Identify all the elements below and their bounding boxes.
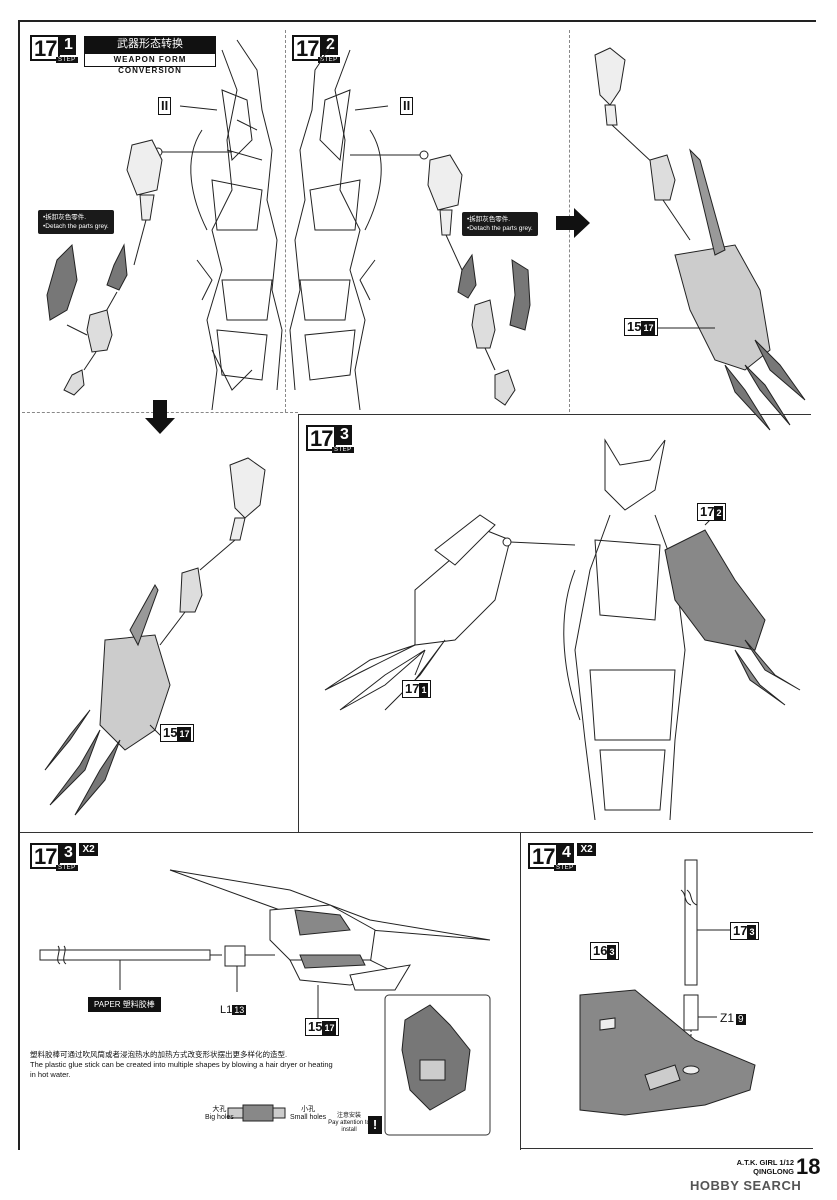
small-holes-label: 小孔 Small holes: [290, 1106, 326, 1122]
step-tag: STEP: [56, 57, 78, 63]
step-17-4-x2-badge: 17 4 X2 STEP: [528, 843, 596, 871]
step-17-2-badge: 17 2 STEP: [292, 35, 340, 63]
step-sub-number: 1: [60, 35, 77, 55]
divider: [298, 414, 811, 415]
section-title: 武器形态转换 WEAPON FORM CONVERSION: [84, 36, 216, 75]
arrow-down-icon: [145, 400, 175, 434]
glue-stick-assembly-illustration: [39, 869, 491, 1136]
ref-num: 17: [733, 923, 748, 938]
paper-glue-stick-label: PAPER 塑料胶棒: [88, 997, 161, 1012]
page-number: 18: [796, 1154, 821, 1179]
multiplier-badge: X2: [577, 843, 596, 856]
step-tag: STEP: [318, 57, 340, 63]
part-number: 9: [736, 1014, 746, 1025]
ref-num: 15: [163, 725, 178, 740]
part-letter: L1: [220, 1004, 233, 1016]
divider: [285, 30, 286, 412]
big-holes-cn: 大孔: [212, 1106, 227, 1113]
big-holes-en: Big holes: [205, 1114, 234, 1121]
step-17-1-badge: 17 1 STEP: [30, 35, 78, 63]
step-17-2-illustration: [289, 39, 531, 411]
attention-cn: 注意安装: [336, 1113, 361, 1119]
ref-sub: 1: [419, 683, 429, 698]
note-en: •Detach the parts grey.: [467, 225, 533, 232]
attention-en: Pay attention to install: [328, 1120, 370, 1133]
product-line2: QINGLONG: [753, 1167, 794, 1176]
ref-sub: 3: [607, 945, 617, 960]
step-tag: STEP: [56, 865, 78, 871]
multiplier-badge: X2: [79, 843, 98, 856]
note-en: •Detach the parts grey.: [43, 223, 109, 230]
step-sub-number: 3: [60, 843, 77, 863]
ref-part-II: II: [400, 97, 414, 115]
step-number: 17: [30, 843, 61, 869]
note-cn: 塑料胶棒可通过吹风筒或者浸泡热水的加热方式改变形状摆出更多样化的造型.: [30, 1050, 288, 1059]
arrow-right-icon: [556, 208, 590, 238]
detach-note: •拆卸灰色零件. •Detach the parts grey.: [462, 212, 538, 236]
step-number: 17: [528, 843, 559, 869]
ref-num: 17: [700, 504, 715, 519]
part-letter: Z1: [720, 1011, 735, 1025]
warning-icon: !: [368, 1116, 382, 1134]
ref-sub: 17: [177, 727, 192, 742]
small-holes-cn: 小孔: [301, 1106, 316, 1113]
divider: [520, 1148, 813, 1149]
ref-num: 16: [593, 943, 608, 958]
ref-num: 17: [405, 681, 420, 696]
step-number: 17: [30, 35, 61, 61]
title-en: WEAPON FORM CONVERSION: [84, 53, 216, 75]
product-line1: A.T.K. GIRL 1/12: [736, 1158, 794, 1167]
step-tag: STEP: [554, 865, 576, 871]
weapon-assembly-illustration: [594, 47, 806, 431]
divider: [298, 414, 299, 832]
note-cn: •拆卸灰色零件.: [43, 214, 87, 221]
ref-num: 15: [308, 1019, 323, 1034]
ref-num: 15: [627, 319, 642, 334]
step-17-1-illustration: [46, 39, 283, 411]
manual-page-frame: [18, 20, 816, 1150]
detach-note: •拆卸灰色零件. •Detach the parts grey.: [38, 210, 114, 234]
ref-part-II: II: [158, 97, 172, 115]
step-number: 17: [306, 425, 337, 451]
weapon-assembly-illustration: [44, 457, 266, 816]
glue-stick-note: 塑料胶棒可通过吹风筒或者浸泡热水的加热方式改变形状摆出更多样化的造型. The …: [30, 1050, 340, 1080]
part-number: 13: [232, 1005, 247, 1015]
step-tag: STEP: [332, 447, 354, 453]
attention-label: 注意安装 Pay attention to install: [328, 1113, 370, 1134]
watermark: HOBBY SEARCH: [690, 1178, 802, 1193]
big-holes-label: 大孔 Big holes: [205, 1106, 234, 1122]
divider: [20, 832, 813, 833]
step-17-3-illustration: [324, 438, 801, 821]
step-17-3-badge: 17 3 STEP: [306, 425, 354, 453]
divider: [520, 832, 521, 1150]
step-17-3-x2-badge: 17 3 X2 STEP: [30, 843, 98, 871]
note-en: The plastic glue stick can be created in…: [30, 1060, 333, 1079]
ref-sub: 3: [747, 925, 757, 940]
product-name: A.T.K. GIRL 1/12 QINGLONG: [712, 1158, 794, 1176]
stand-assembly-illustration: [579, 859, 756, 1116]
ref-sub: 2: [714, 506, 724, 521]
step-number: 17: [292, 35, 323, 61]
note-cn: •拆卸灰色零件.: [467, 216, 511, 223]
step-sub-number: 4: [558, 843, 575, 863]
ref-sub: 17: [641, 321, 656, 336]
small-holes-en: Small holes: [290, 1114, 327, 1121]
ref-sub: 17: [322, 1021, 337, 1036]
title-cn: 武器形态转换: [84, 36, 216, 53]
step-sub-number: 3: [336, 425, 353, 445]
